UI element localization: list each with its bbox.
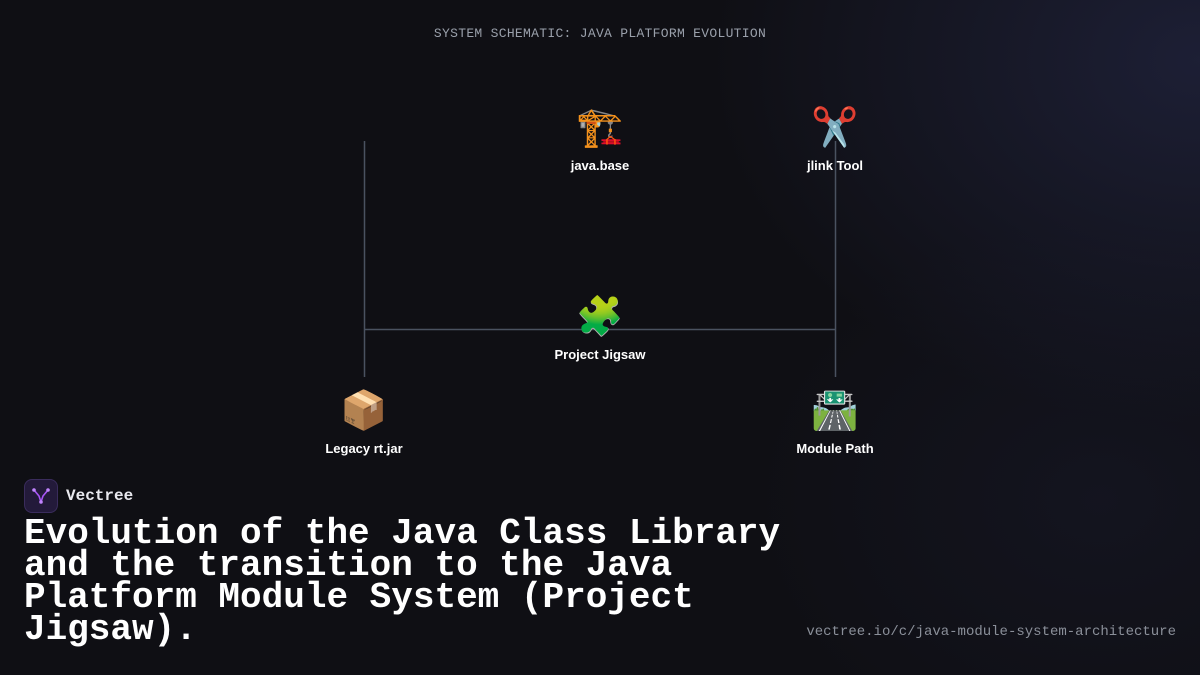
schematic-title: SYSTEM SCHEMATIC: JAVA PLATFORM EVOLUTIO…: [433, 26, 767, 41]
node-label-module-path: Module Path: [796, 441, 874, 456]
brand[interactable]: Vectree: [24, 479, 133, 513]
node-label-jlink-tool: jlink Tool: [806, 158, 864, 173]
node-project-jigsaw[interactable]: 🧩 Project Jigsaw: [520, 293, 680, 362]
puzzle-piece-icon: 🧩: [576, 294, 624, 338]
vectree-logo-icon: [24, 479, 58, 513]
node-label-project-jigsaw: Project Jigsaw: [554, 347, 646, 362]
scissors-icon: ✂️: [811, 105, 859, 149]
source-url[interactable]: vectree.io/c/java-module-system-architec…: [806, 624, 1176, 640]
node-module-path[interactable]: 🛣️ Module Path: [755, 387, 915, 456]
package-icon: 📦: [340, 388, 388, 432]
page-title: Evolution of the Java Class Library and …: [24, 513, 781, 650]
node-java-base[interactable]: 🏗️ java.base: [520, 104, 680, 173]
crane-icon: 🏗️: [576, 105, 624, 149]
node-label-legacy-rt-jar: Legacy rt.jar: [325, 441, 403, 456]
node-legacy-rt-jar[interactable]: 📦 Legacy rt.jar: [284, 387, 444, 456]
node-jlink-tool[interactable]: ✂️ jlink Tool: [755, 104, 915, 173]
motorway-icon: 🛣️: [811, 388, 859, 432]
node-label-java-base: java.base: [570, 158, 630, 173]
brand-name: Vectree: [66, 487, 134, 505]
